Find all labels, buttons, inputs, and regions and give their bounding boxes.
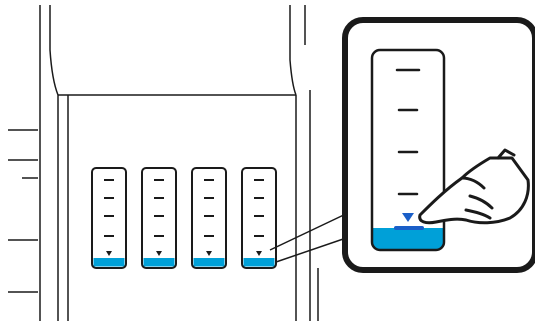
lower-limit-line xyxy=(394,226,424,230)
ink-tank xyxy=(141,167,177,269)
ink-fill xyxy=(93,258,125,267)
tank-outline xyxy=(241,167,277,269)
ink-tank-row xyxy=(91,167,277,269)
ink-fill xyxy=(193,258,225,267)
tank-outline xyxy=(191,167,227,269)
triangle-down-icon xyxy=(106,251,112,256)
hand-pointing-icon xyxy=(418,148,530,225)
ink-tank xyxy=(241,167,277,269)
enlarged-ink-tank xyxy=(370,48,446,252)
callout-lines xyxy=(269,211,353,263)
zoom-callout xyxy=(342,17,535,273)
triangle-down-icon xyxy=(206,251,212,256)
ink-fill xyxy=(373,228,443,249)
ink-tank xyxy=(91,167,127,269)
triangle-down-icon xyxy=(156,251,162,256)
ink-fill xyxy=(143,258,175,267)
ink-tank xyxy=(191,167,227,269)
tank-outline xyxy=(141,167,177,269)
ink-fill xyxy=(243,258,275,267)
level-scale-marks xyxy=(395,68,421,196)
printer-body xyxy=(8,5,319,321)
triangle-down-icon xyxy=(402,213,414,222)
triangle-down-icon xyxy=(256,251,262,256)
tank-outline xyxy=(91,167,127,269)
